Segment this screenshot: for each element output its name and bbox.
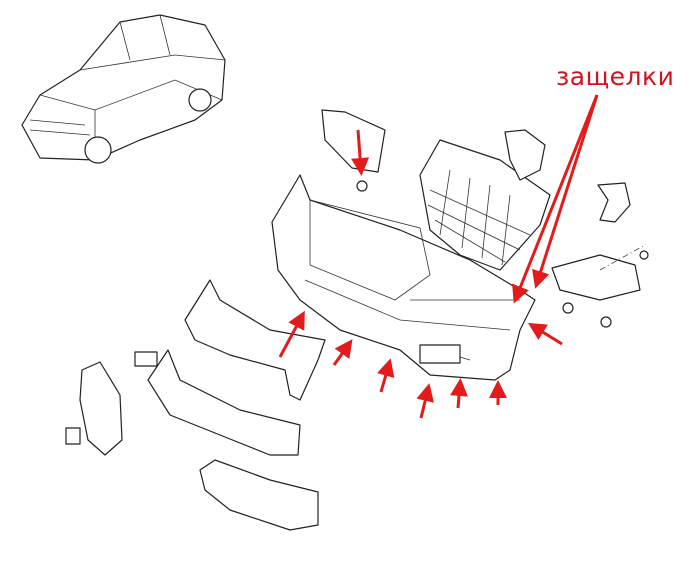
lower-spoiler	[199, 459, 319, 531]
wheel-arch-liner	[79, 361, 123, 456]
arrow-fastener	[450, 378, 468, 409]
side-deflector	[597, 182, 631, 223]
arrow-fastener	[377, 358, 395, 393]
arrow-clip-right	[532, 94, 599, 289]
lower-beam	[147, 349, 301, 456]
arrow-fastener	[416, 383, 434, 419]
front-bumper	[271, 174, 536, 381]
arrow-fastener	[332, 339, 353, 366]
side-bracket	[551, 254, 641, 301]
air-duct-upper	[504, 129, 546, 181]
clip-arrows	[278, 94, 599, 419]
arrow-fastener	[527, 322, 563, 346]
arrow-bolt	[351, 129, 370, 176]
clips-annotation-label: защелки	[556, 62, 675, 91]
arrow-clip-left	[512, 94, 599, 304]
arrow-fastener	[278, 310, 305, 358]
bumper-reinforcement	[184, 279, 326, 401]
car-illustration	[21, 14, 226, 164]
upper-bracket	[321, 109, 386, 192]
